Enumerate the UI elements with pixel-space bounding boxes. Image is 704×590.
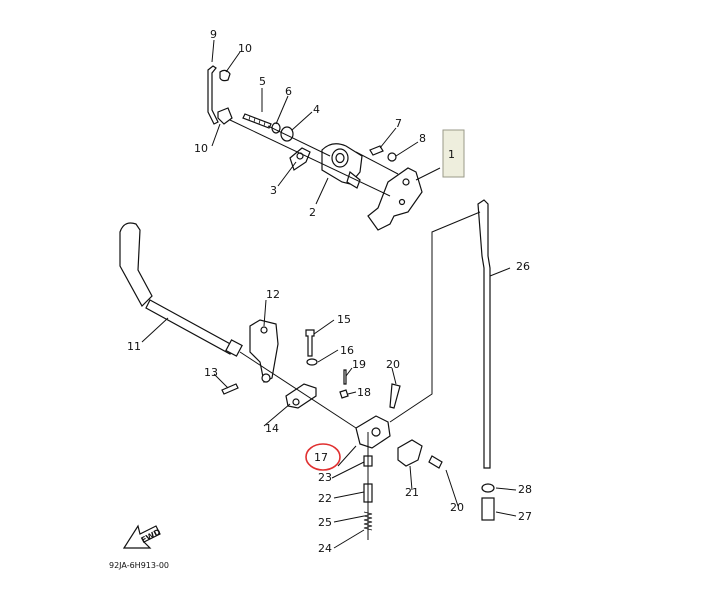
part-4-bushing: [280, 126, 294, 142]
label-part-11: 11: [127, 340, 141, 353]
part-21-bracket: [397, 439, 423, 467]
part-5-bolt: [242, 113, 272, 129]
leader-lines: [141, 39, 517, 549]
label-part-26: 26: [516, 260, 530, 273]
label-part-9: 9: [210, 28, 217, 41]
part-26-rod: [477, 199, 491, 469]
label-part-3: 3: [270, 184, 277, 197]
part-1-box: [442, 129, 465, 178]
part-13-pin: [221, 383, 239, 395]
label-part-10-lower: 10: [194, 142, 208, 155]
label-part-4: 4: [313, 103, 320, 116]
label-part-5: 5: [259, 75, 266, 88]
label-part-22: 22: [318, 492, 332, 505]
part-18-spacer: [339, 389, 349, 399]
part-11-lever: [119, 222, 153, 307]
fwd-arrow-icon: [122, 524, 161, 549]
part-1-plate: [367, 167, 423, 231]
part-10-clip-upper: [219, 69, 231, 82]
label-part-13: 13: [204, 366, 218, 379]
part-12-bracket: [249, 319, 279, 383]
label-part-24: 24: [318, 542, 332, 555]
label-part-25: 25: [318, 516, 332, 529]
label-part-2: 2: [309, 206, 316, 219]
part-20-bolt-lower: [428, 455, 443, 469]
part-14-clamp: [285, 383, 317, 409]
part-16-washer: [306, 358, 318, 366]
part-11-shaft: [145, 299, 235, 355]
part-7-bolt: [369, 145, 384, 156]
lower-assembly: [119, 199, 495, 540]
label-part-12: 12: [266, 288, 280, 301]
label-part-21: 21: [405, 486, 419, 499]
label-part-20-lower: 20: [450, 501, 464, 514]
label-part-8: 8: [419, 132, 426, 145]
label-part-20-upper: 20: [386, 358, 400, 371]
part-8-washer: [387, 152, 397, 162]
label-part-18: 18: [357, 386, 371, 399]
label-part-17: 17: [314, 451, 328, 464]
label-part-23: 23: [318, 471, 332, 484]
part-27-bushing: [481, 497, 495, 521]
label-part-1: 1: [448, 148, 455, 161]
label-part-7: 7: [395, 117, 402, 130]
part-28-grommet: [481, 483, 495, 493]
label-part-15: 15: [337, 313, 351, 326]
label-part-16: 16: [340, 344, 354, 357]
part-19-pin: [343, 369, 347, 385]
label-part-6: 6: [285, 85, 292, 98]
part-10-clip-lower: [217, 107, 233, 125]
part-15-bolt: [305, 329, 315, 357]
drawing-code: 92JA-6H913-00: [109, 561, 169, 570]
label-part-10-upper: 10: [238, 42, 252, 55]
upper-assembly: [207, 65, 423, 231]
part-17-highlight: [305, 443, 341, 471]
part-number-labels: 1 2 3 4 5 6 7 8 9 10 10 11 12 13 14 15 1…: [127, 28, 532, 555]
label-part-28: 28: [518, 483, 532, 496]
part-20-bolt-upper: [389, 383, 401, 409]
label-part-19: 19: [352, 358, 366, 371]
label-part-14: 14: [265, 422, 279, 435]
label-part-27: 27: [518, 510, 532, 523]
fwd-arrow: FWD: [122, 524, 163, 549]
part-9-rod: [207, 65, 219, 125]
